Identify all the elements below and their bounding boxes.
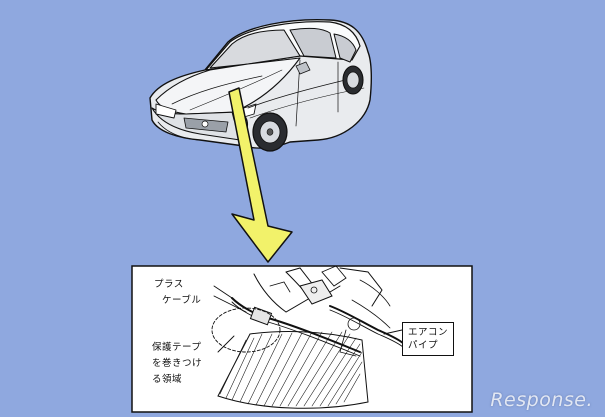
car-windshield: [209, 29, 301, 69]
car-wheel-front: [252, 112, 288, 152]
car-wheel-rear: [342, 65, 364, 95]
label-aircon-line2: パイプ: [408, 340, 439, 351]
car-emblem: [201, 120, 209, 128]
label-tape-line1: 保護テープ: [152, 342, 202, 353]
car-mirror: [295, 61, 311, 75]
tape-area-dashed: [211, 307, 281, 353]
label-plus-cable-line2: ケーブル: [162, 295, 202, 306]
label-tape-line3: る領域: [152, 374, 183, 385]
pointer-arrow: [228, 87, 293, 263]
car-side-window-front: [289, 27, 337, 59]
tape-region-marker: [249, 306, 273, 326]
aircon-pipe: [329, 305, 405, 345]
radiator-frame: [217, 331, 369, 409]
leader-tape: [217, 335, 235, 353]
leader-aircon: [383, 329, 403, 335]
aircon-callout-box: エアコン パイプ: [402, 322, 455, 356]
label-aircon-line1: エアコン: [408, 327, 449, 338]
label-plus-cable-line1: プラス: [154, 279, 184, 290]
car-illustration: [149, 19, 373, 152]
car-side-window-rear: [333, 33, 357, 63]
car-headlight-left: [155, 103, 177, 119]
label-tape-line2: を巻きつけ: [152, 358, 203, 369]
response-watermark: Response.: [490, 389, 593, 411]
engine-bay-detail-drawing: [211, 265, 405, 409]
leader-plus-cable: [213, 295, 247, 313]
